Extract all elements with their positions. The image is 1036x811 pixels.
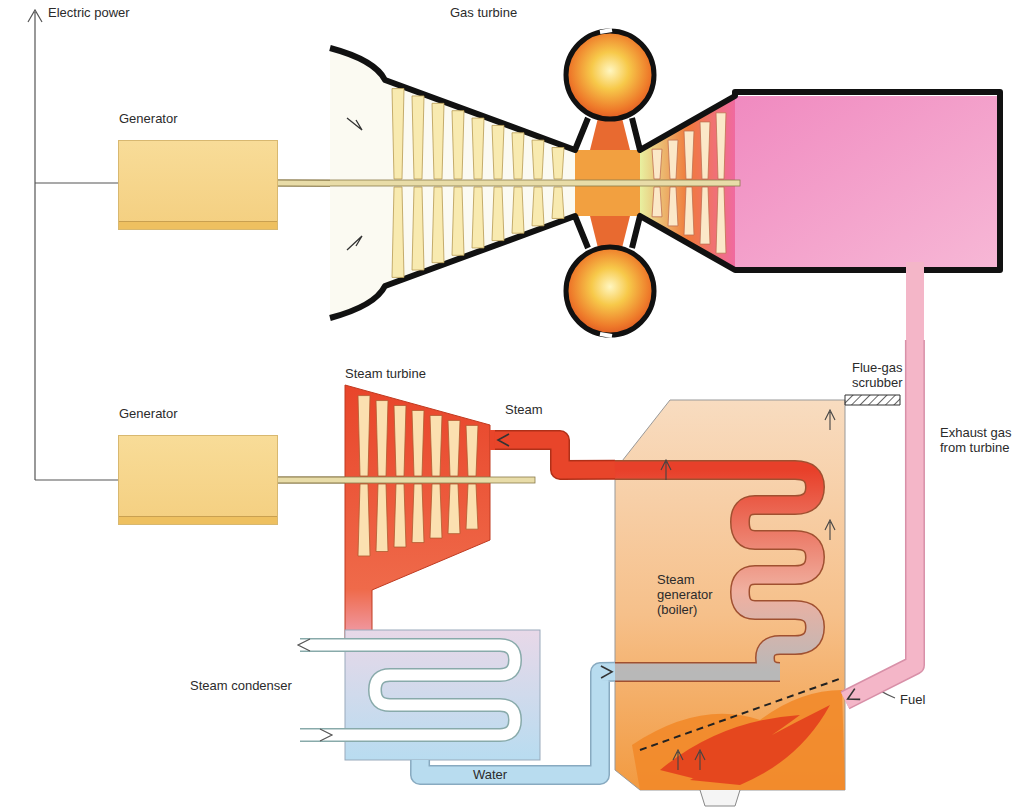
steam-generator: Steam generator (boiler) (615, 400, 845, 790)
pipe-label: Steam (505, 402, 549, 417)
steam-turbine-blade (394, 406, 406, 548)
node-label: Steam generator (boiler) (657, 572, 737, 617)
generator-box: Generator (118, 140, 278, 230)
steam-turbine-blade (358, 396, 370, 556)
shaft-connector (278, 183, 330, 184)
generator-box: Generator (118, 435, 278, 525)
steam-turbine: Steam turbine (345, 385, 495, 630)
fuel-label: Fuel (900, 692, 960, 707)
pipe-connector (420, 666, 615, 775)
arrowhead (848, 689, 861, 700)
arrowhead (601, 666, 612, 678)
node-label: Generator (119, 406, 279, 421)
boiler-drawing (615, 395, 900, 806)
gas-turbine: Gas turbine (330, 25, 1000, 340)
generator-base (119, 516, 277, 524)
node-label: Gas turbine (450, 5, 600, 20)
steam-turbine-drawing (278, 385, 535, 640)
arrowhead (498, 434, 509, 446)
condenser-drawing (298, 630, 540, 760)
pipe-connector (845, 340, 915, 700)
steam-turbine-blade (376, 401, 388, 552)
pipe-label: Water (468, 767, 512, 782)
scrubber-label: Flue-gas scrubber (852, 360, 932, 390)
node-label: Steam condenser (190, 678, 330, 693)
generator-base (119, 221, 277, 229)
shaft-connector (278, 480, 345, 481)
pipe-connector (495, 434, 615, 470)
node-label: Steam turbine (345, 366, 495, 381)
power-wire (28, 10, 118, 480)
pipe-label: Exhaust gas from turbine (940, 425, 1035, 455)
node-label: Generator (119, 111, 279, 126)
steam-condenser: Steam condenser (345, 630, 540, 760)
steam-turbine-blade (412, 410, 424, 542)
power-label: Electric power (48, 5, 168, 20)
gas-turbine-drawing (278, 30, 1000, 342)
